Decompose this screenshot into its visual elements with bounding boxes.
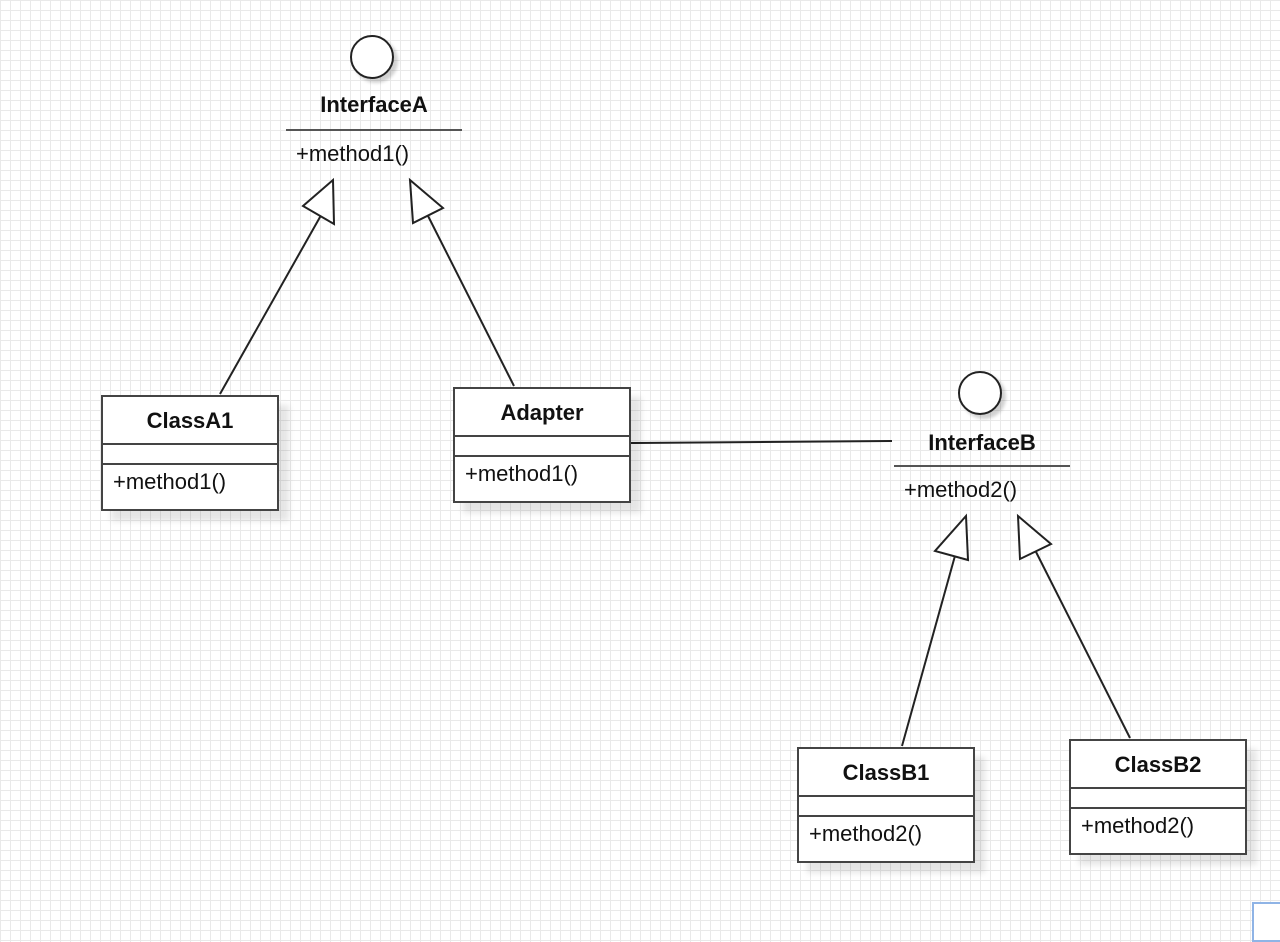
realization-adapter-interfacea[interactable] xyxy=(423,207,515,387)
interface-b-divider xyxy=(894,465,1070,467)
class-b1-name: ClassB1 xyxy=(799,749,973,797)
realization-arrowhead-adapter xyxy=(408,177,445,225)
interface-a-operation: +method1() xyxy=(296,141,410,166)
connector-layer xyxy=(219,177,1131,747)
class-a1[interactable]: ClassA1 +method1() xyxy=(101,395,279,511)
realization-arrowhead-classb2 xyxy=(1016,513,1053,561)
interface-a-lollipop-icon xyxy=(350,35,394,79)
interface-b-operation: +method2() xyxy=(904,477,1018,502)
class-b1-operation: +method2() xyxy=(809,821,923,846)
class-b1-attributes xyxy=(799,797,973,817)
class-a1-attributes xyxy=(103,445,277,465)
class-a1-name: ClassA1 xyxy=(103,397,277,445)
class-b1[interactable]: ClassB1 +method2() xyxy=(797,747,975,863)
class-b2-name: ClassB2 xyxy=(1071,741,1245,789)
class-adapter[interactable]: Adapter +method1() xyxy=(453,387,631,503)
interface-a-divider xyxy=(286,129,462,131)
class-b2-operation: +method2() xyxy=(1081,813,1195,838)
interface-b-name: InterfaceB xyxy=(928,430,1036,455)
association-adapter-interfaceb[interactable] xyxy=(630,440,893,444)
interface-a-name: InterfaceA xyxy=(320,92,428,117)
realization-classb2-interfaceb[interactable] xyxy=(1031,543,1131,739)
realization-arrowhead-classb1 xyxy=(933,513,970,562)
interface-b-lollipop-icon xyxy=(958,371,1002,415)
class-a1-operation: +method1() xyxy=(113,469,227,494)
class-adapter-operation: +method1() xyxy=(465,461,579,486)
realization-arrowhead-classa1 xyxy=(301,177,336,226)
realization-classb1-interfaceb[interactable] xyxy=(901,544,959,747)
class-b2-attributes xyxy=(1071,789,1245,809)
class-adapter-name: Adapter xyxy=(455,389,629,437)
class-adapter-attributes xyxy=(455,437,629,457)
realization-classa1-interfacea[interactable] xyxy=(219,209,325,395)
canvas-corner-widget[interactable] xyxy=(1252,902,1280,942)
class-b2[interactable]: ClassB2 +method2() xyxy=(1069,739,1247,855)
